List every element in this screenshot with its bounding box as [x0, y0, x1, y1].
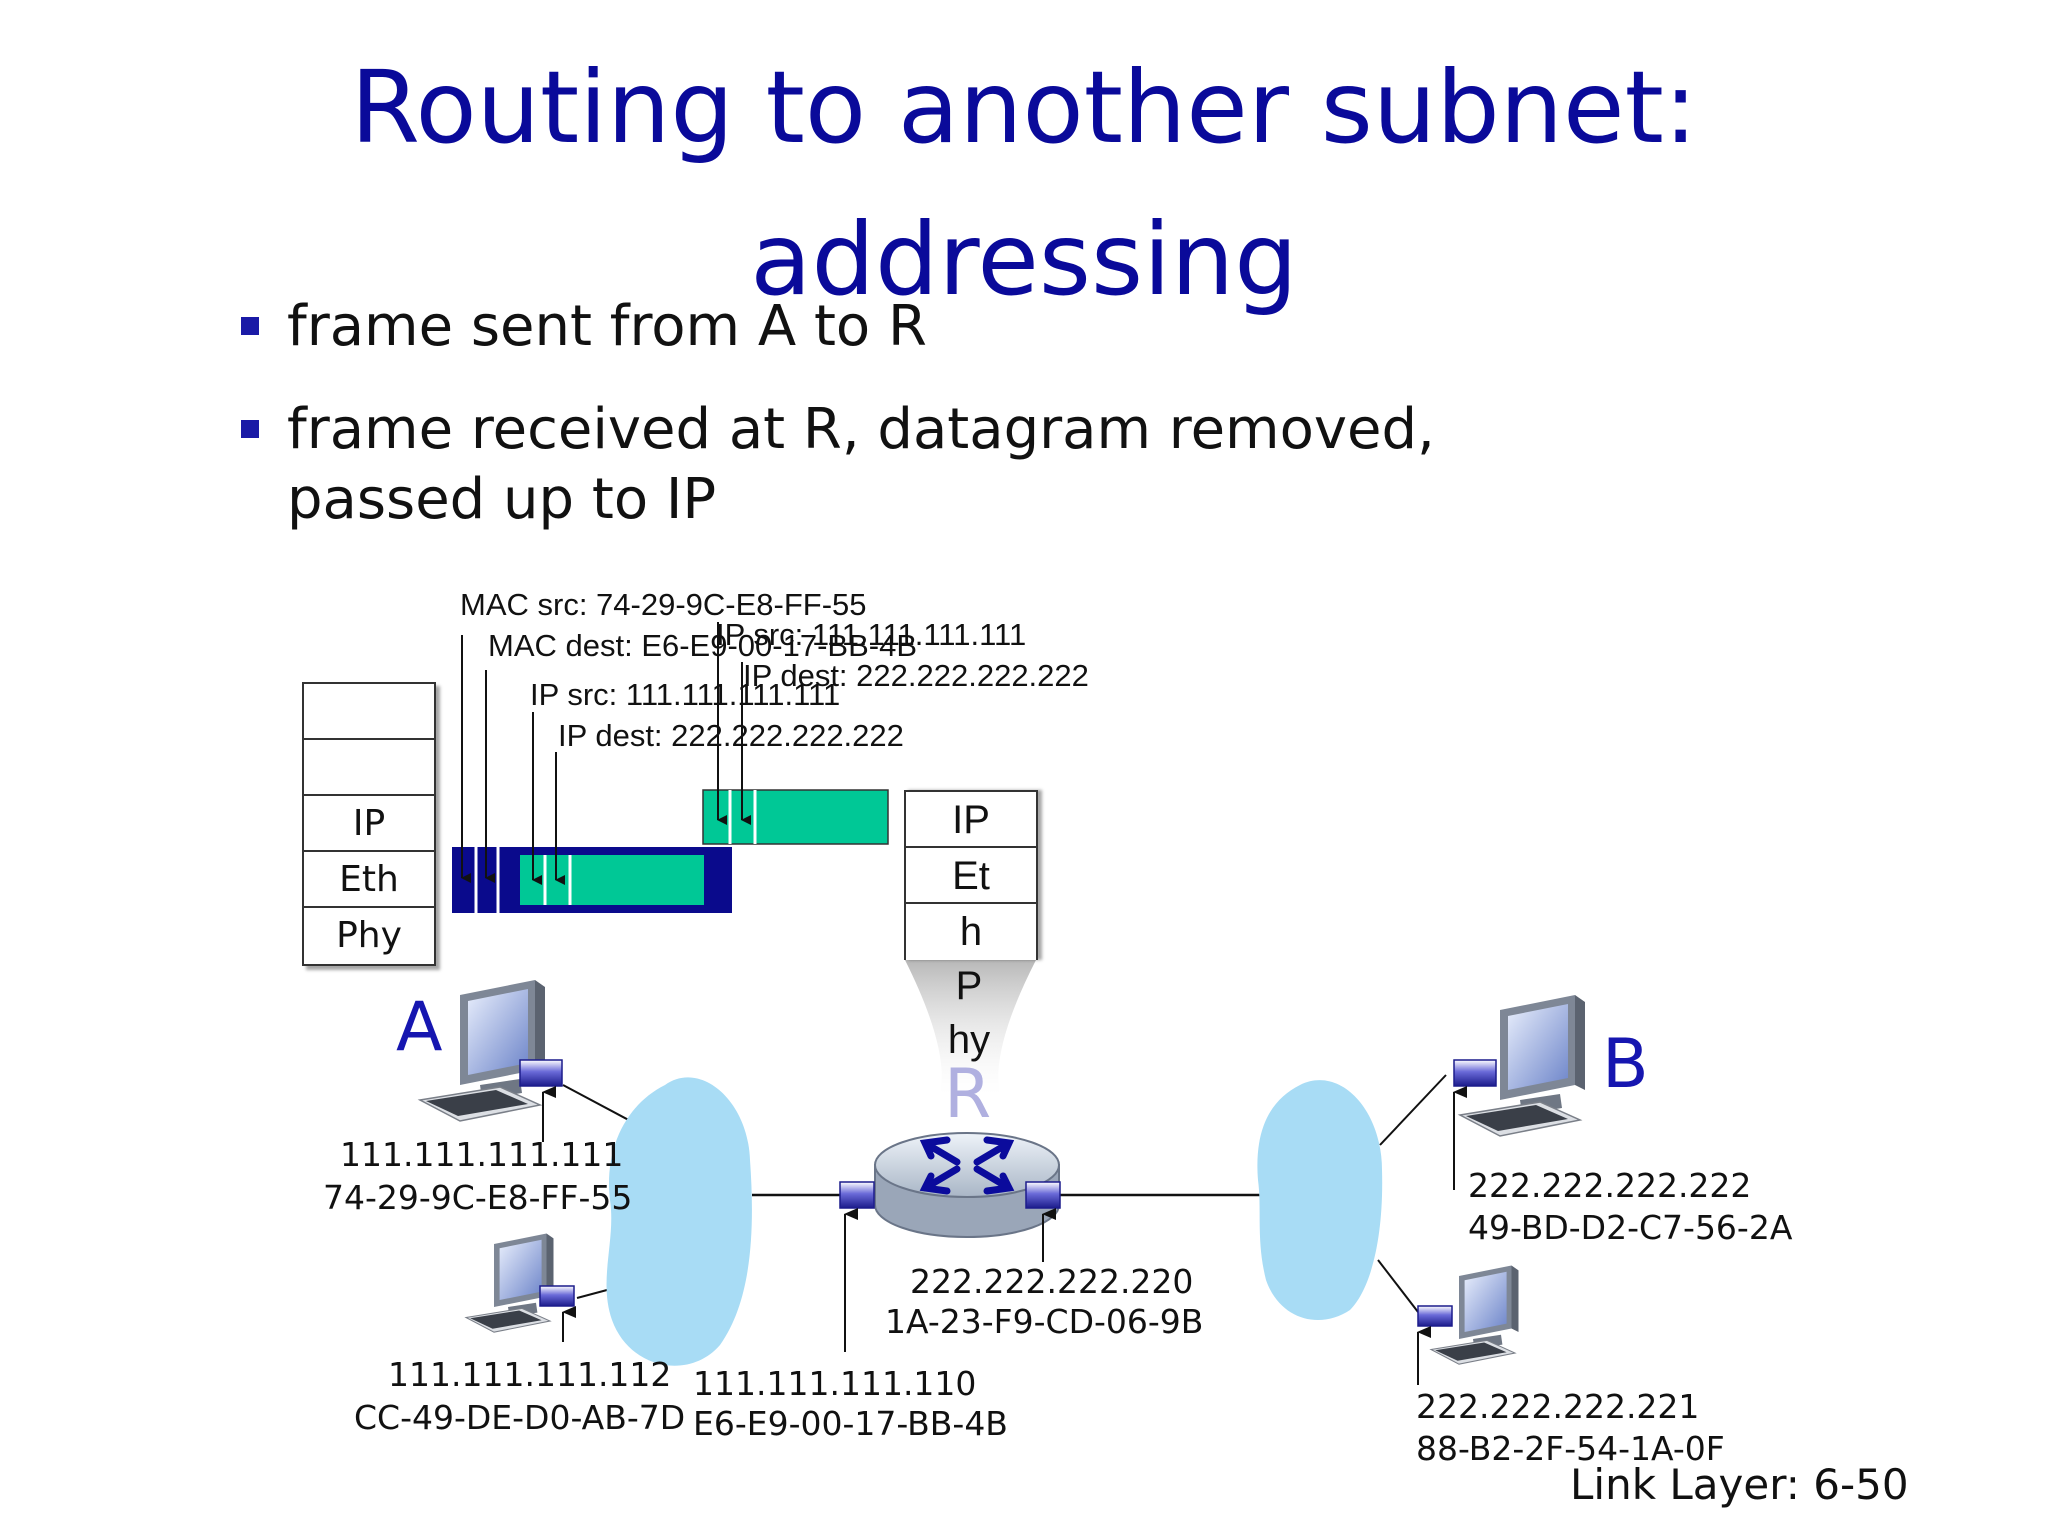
host-b-computer-icon	[1457, 995, 1585, 1137]
title-line-2: addressing	[750, 201, 1298, 318]
host-b2-computer-icon	[1429, 1265, 1519, 1365]
datagram-box	[702, 789, 889, 845]
bullet-marker-1	[241, 317, 259, 335]
bullet-2-line-1: frame received at R, datagram removed,	[287, 397, 1435, 462]
host-a-mac: 74-29-9C-E8-FF-55	[323, 1178, 633, 1217]
host-b-interface	[1453, 1059, 1497, 1087]
host-b2-mac: 88-B2-2F-54-1A-0F	[1416, 1429, 1725, 1468]
host-a2-ip: 111.111.111.112	[388, 1355, 672, 1394]
router-interface-left	[839, 1181, 875, 1209]
datagram-ip-src-label: IP src: 111.111.111.111	[716, 617, 1027, 652]
stack-r-layer-ip: IP	[906, 792, 1036, 848]
stack-a-layer-eth: Eth	[304, 852, 434, 908]
router-left-ip: 111.111.111.110	[693, 1364, 977, 1403]
bullet-marker-2	[241, 420, 259, 438]
subnet-cloud-right	[1257, 1080, 1383, 1320]
subnet-cloud-left	[606, 1077, 752, 1366]
slide-footer: Link Layer: 6-50	[1570, 1460, 1909, 1509]
host-a2-interface	[539, 1285, 575, 1307]
stack-a-layer-2	[304, 740, 434, 796]
frame-mac-src-label: MAC src: 74-29-9C-E8-FF-55	[460, 587, 867, 622]
router-right-ip: 222.222.222.220	[910, 1262, 1194, 1301]
host-a-ip: 111.111.111.111	[340, 1135, 624, 1174]
router-stack-funnel	[905, 960, 1036, 1095]
stack-a-layer-1	[304, 684, 434, 740]
title-line-1: Routing to another subnet:	[350, 49, 1698, 166]
stack-r-layer-phy-1: P	[955, 964, 983, 1008]
host-a-computer-icon	[417, 980, 545, 1122]
frame-ip-dest-label: IP dest: 222.222.222.222	[558, 718, 904, 753]
host-a2-mac: CC-49-DE-D0-AB-7D	[354, 1398, 686, 1437]
host-a-interface	[519, 1059, 563, 1087]
router-right-mac: 1A-23-F9-CD-06-9B	[885, 1302, 1204, 1341]
stack-r-layer-eth-2: h	[959, 910, 983, 954]
frame-ip-src-label: IP src: 111.111.111.111	[530, 677, 841, 712]
stack-a-layer-ip: IP	[304, 796, 434, 852]
host-b-label: B	[1602, 1025, 1649, 1104]
stack-r-layer-eth-1: Et	[906, 848, 1036, 904]
bullet-2-line-2: passed up to IP	[287, 467, 717, 532]
host-b2-ip: 222.222.222.221	[1416, 1387, 1700, 1426]
router-label: R	[944, 1055, 992, 1134]
frame-payload-datagram	[520, 855, 704, 905]
frame-mac-dest-label: MAC dest: E6-E9-00-17-BB-4B	[488, 628, 918, 663]
datagram-ip-dest-label: IP dest: 222.222.222.222	[743, 658, 1089, 693]
router-interface-right	[1025, 1181, 1061, 1209]
stack-a-layer-phy: Phy	[336, 915, 402, 956]
host-b-ip: 222.222.222.222	[1468, 1166, 1752, 1205]
host-b2-interface	[1417, 1305, 1453, 1327]
router-protocol-stack: IP Et h	[904, 790, 1038, 960]
host-a-protocol-stack: IP Eth Phy	[302, 682, 436, 966]
bullet-1-text: frame sent from A to R	[287, 294, 927, 359]
stack-r-layer-phy-2: hy	[947, 1018, 991, 1062]
host-a-label: A	[396, 988, 443, 1067]
host-b-mac: 49-BD-D2-C7-56-2A	[1468, 1208, 1793, 1247]
router-left-mac: E6-E9-00-17-BB-4B	[693, 1404, 1008, 1443]
router-icon	[874, 1132, 1060, 1238]
host-a2-computer-icon	[464, 1233, 554, 1333]
